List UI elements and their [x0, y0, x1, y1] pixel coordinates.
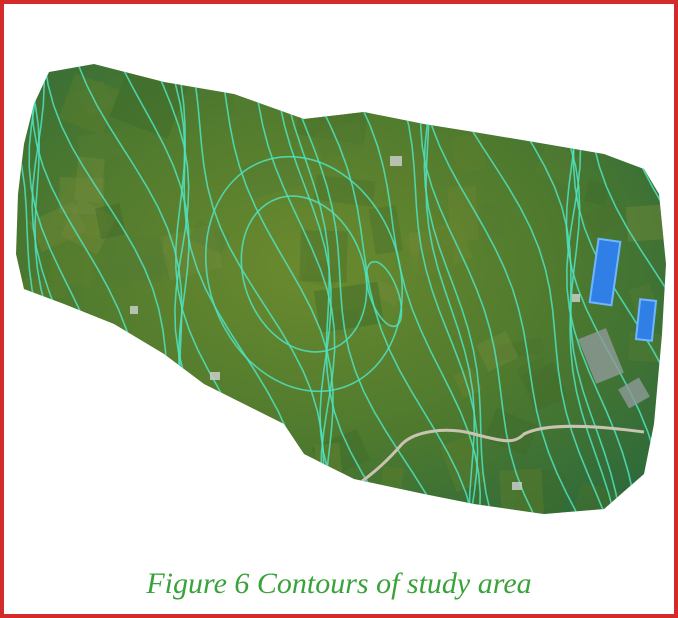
field-patch [171, 401, 252, 477]
building [578, 328, 624, 384]
field-patch [100, 253, 170, 283]
building [390, 156, 402, 166]
field-patch [188, 219, 231, 254]
field-patch [335, 71, 381, 118]
building [618, 377, 650, 409]
contour-line [419, 64, 546, 514]
field-patch [475, 330, 519, 372]
field-patch [232, 75, 258, 121]
field-patch [447, 185, 479, 242]
building [512, 482, 522, 490]
field-patch [29, 389, 79, 441]
field-patch [403, 219, 473, 279]
field-patch [515, 356, 561, 410]
field-patch [417, 101, 458, 122]
contour-line [273, 64, 357, 514]
field-patch [501, 73, 549, 117]
field-patch [433, 97, 483, 130]
field-patch [484, 408, 539, 457]
field-patch [312, 489, 378, 514]
contour-line [249, 64, 336, 514]
field-patch [625, 204, 666, 242]
buildings [130, 156, 658, 490]
building [588, 237, 622, 307]
field-patch [333, 309, 361, 336]
field-patch [521, 362, 568, 411]
field-patch [60, 198, 117, 255]
field-patch [58, 73, 120, 135]
field-patch [368, 205, 404, 255]
contour-line [423, 64, 499, 514]
field-patch [74, 470, 108, 514]
field-patch [94, 203, 126, 240]
contour-loop [365, 260, 403, 328]
road [343, 424, 645, 496]
contour-line [215, 64, 334, 514]
contour-loop [240, 195, 368, 353]
field-patch [73, 439, 129, 482]
contour-line [665, 64, 666, 514]
building [572, 294, 580, 302]
figure-caption: Figure 6 Contours of study area [146, 567, 532, 600]
building [210, 372, 220, 380]
field-patch [583, 200, 624, 238]
contour-line [421, 64, 589, 514]
contour-line [280, 64, 401, 514]
field-patch [77, 131, 125, 161]
field-patch [450, 132, 487, 174]
field-patch [408, 229, 436, 254]
field-patch [299, 230, 348, 283]
field-patch [58, 177, 105, 215]
field-patch [22, 409, 75, 463]
field-patch [74, 156, 105, 203]
field-patch [494, 336, 545, 362]
field-patch [76, 80, 115, 119]
field-patch [534, 142, 582, 187]
field-patch [498, 468, 545, 514]
field-patch [240, 494, 304, 514]
contour-line [374, 64, 479, 514]
field-patch [100, 235, 164, 283]
building [634, 298, 658, 342]
field-patch [165, 389, 206, 445]
contour-line [279, 64, 448, 514]
field-patch [109, 65, 188, 139]
field-patch [241, 150, 306, 200]
contour-loop [204, 155, 404, 393]
field-patch [584, 180, 610, 206]
field-patch [80, 210, 111, 239]
field-patch [315, 121, 366, 160]
field-patch [453, 367, 483, 399]
contour-line [417, 64, 475, 514]
contour-map [16, 64, 666, 514]
field-patch [28, 201, 87, 252]
contour-line [290, 64, 477, 514]
field-patch [379, 465, 405, 496]
field-patch [85, 459, 149, 514]
contour-line [325, 64, 482, 514]
field-patch [591, 105, 634, 134]
building [130, 306, 138, 314]
field-patch [480, 203, 505, 240]
field-patch [103, 384, 167, 404]
field-patch [382, 158, 433, 201]
field-patch [369, 278, 403, 307]
